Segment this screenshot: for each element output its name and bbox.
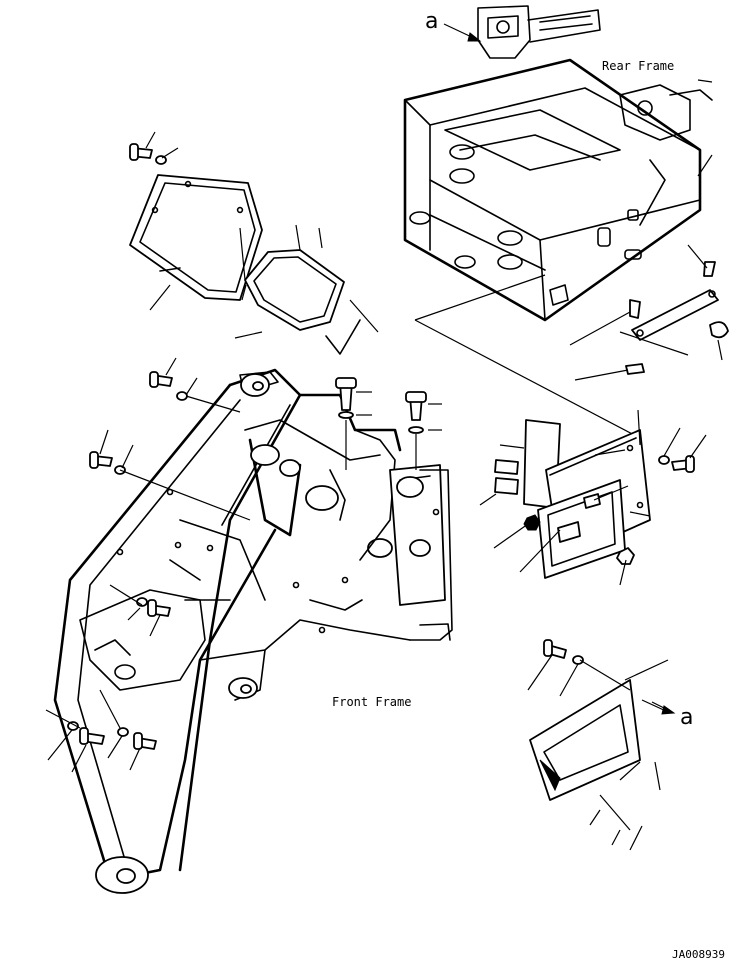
rear-frame-leaders xyxy=(414,79,713,439)
lock-bar-parts xyxy=(569,244,729,381)
bottom-cover xyxy=(527,639,669,851)
drawing-code: JA008939 xyxy=(672,948,725,961)
front-frame-assembly xyxy=(53,368,453,894)
reference-a-top: a xyxy=(425,9,482,42)
front-frame-bolts xyxy=(45,357,442,773)
ref-a-bottom-letter: a xyxy=(680,705,693,730)
side-cover-parts xyxy=(479,409,707,586)
front-frame-label: Front Frame xyxy=(332,695,411,709)
rear-frame-label: Rear Frame xyxy=(602,59,674,73)
rear-frame-assembly xyxy=(403,5,713,322)
reference-a-bottom: a xyxy=(651,701,693,730)
ref-a-top-letter: a xyxy=(425,9,438,34)
top-left-covers xyxy=(129,131,379,355)
